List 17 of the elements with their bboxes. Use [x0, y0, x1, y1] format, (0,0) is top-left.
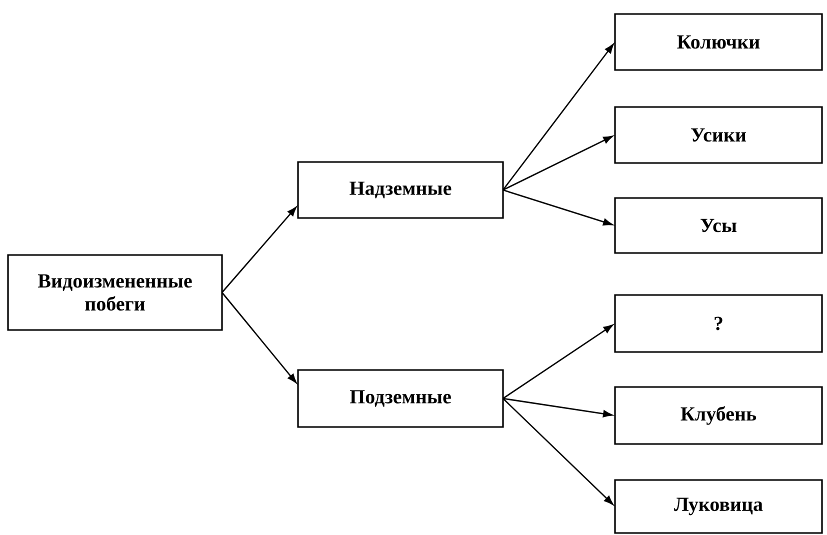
arrow — [502, 44, 614, 190]
arrow — [221, 292, 297, 384]
arrow — [502, 324, 614, 400]
arrow — [502, 398, 614, 505]
box: Усы — [614, 197, 823, 254]
box: Видоизмененные побеги — [7, 254, 223, 331]
box: ? — [614, 294, 823, 353]
box: Усики — [614, 106, 823, 164]
box: Подземные — [297, 369, 504, 428]
arrow — [502, 398, 612, 418]
box: Колючки — [614, 13, 823, 71]
arrow — [502, 136, 613, 191]
box: Клубень — [614, 386, 823, 445]
box: Надземные — [297, 161, 504, 219]
box: Луковица — [614, 479, 823, 534]
arrow — [502, 189, 613, 226]
arrow — [221, 206, 297, 293]
